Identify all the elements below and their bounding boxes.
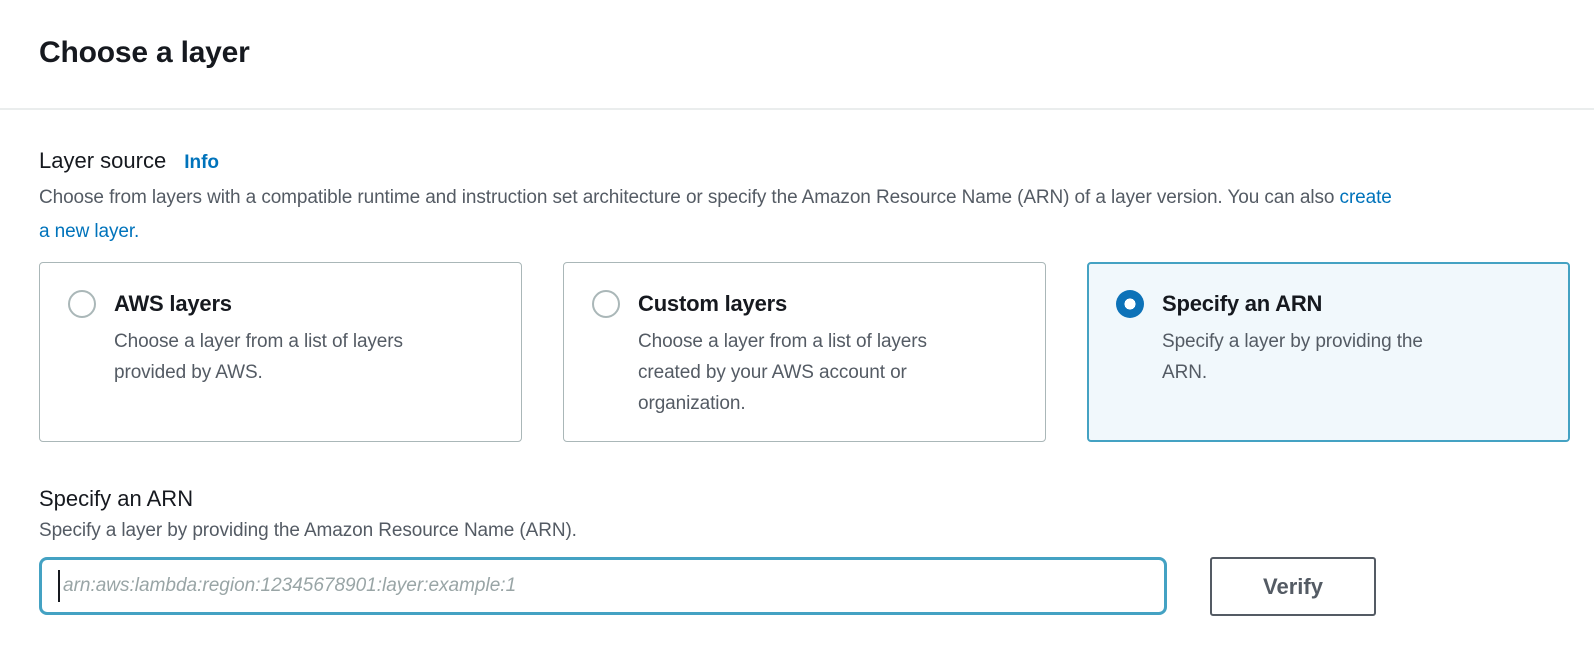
verify-button[interactable]: Verify: [1210, 557, 1376, 616]
layer-source-label: Layer source: [39, 148, 167, 173]
radio-unselected-icon[interactable]: [68, 290, 96, 318]
tile-aws-layers-description: Choose a layer from a list of layers pro…: [114, 331, 403, 383]
specify-arn-section: Specify an ARN Specify a layer by provid…: [39, 486, 1570, 616]
radio-unselected-icon[interactable]: [592, 290, 620, 318]
info-link[interactable]: Info: [184, 152, 220, 173]
layer-source-tiles: AWS layers Choose a layer from a list of…: [39, 262, 1570, 442]
specify-arn-description: Specify a layer by providing the Amazon …: [39, 520, 577, 541]
text-caret: [58, 570, 60, 602]
panel-header: Choose a layer: [0, 0, 1594, 110]
tile-custom-layers-description: Choose a layer from a list of layers cre…: [638, 331, 927, 414]
page-title: Choose a layer: [39, 36, 250, 69]
tile-aws-layers[interactable]: AWS layers Choose a layer from a list of…: [39, 262, 522, 442]
arn-input-row: Verify: [39, 557, 1570, 616]
tile-aws-layers-head: AWS layers: [68, 290, 501, 318]
arn-input[interactable]: [39, 557, 1167, 615]
layer-source-description-text: Choose from layers with a compatible run…: [39, 187, 1340, 208]
tile-custom-layers-head: Custom layers: [592, 290, 1025, 318]
tile-aws-layers-title: AWS layers: [114, 291, 232, 316]
layer-source-label-row: Layer source Info: [39, 148, 1570, 174]
tile-specify-arn-title: Specify an ARN: [1162, 291, 1323, 316]
arn-input-wrap: [39, 557, 1167, 615]
radio-selected-icon[interactable]: [1116, 290, 1144, 318]
specify-arn-title: Specify an ARN: [39, 486, 194, 511]
tile-specify-arn-head: Specify an ARN: [1116, 290, 1549, 318]
tile-custom-layers[interactable]: Custom layers Choose a layer from a list…: [563, 262, 1046, 442]
tile-specify-arn[interactable]: Specify an ARN Specify a layer by provid…: [1087, 262, 1570, 442]
layer-chooser-content: Layer source Info Choose from layers wit…: [0, 110, 1594, 616]
layer-source-description: Choose from layers with a compatible run…: [39, 181, 1399, 249]
create-new-layer-link[interactable]: create a new layer.: [39, 187, 1392, 242]
tile-custom-layers-title: Custom layers: [638, 291, 788, 316]
tile-specify-arn-description: Specify a layer by providing the ARN.: [1162, 331, 1423, 383]
